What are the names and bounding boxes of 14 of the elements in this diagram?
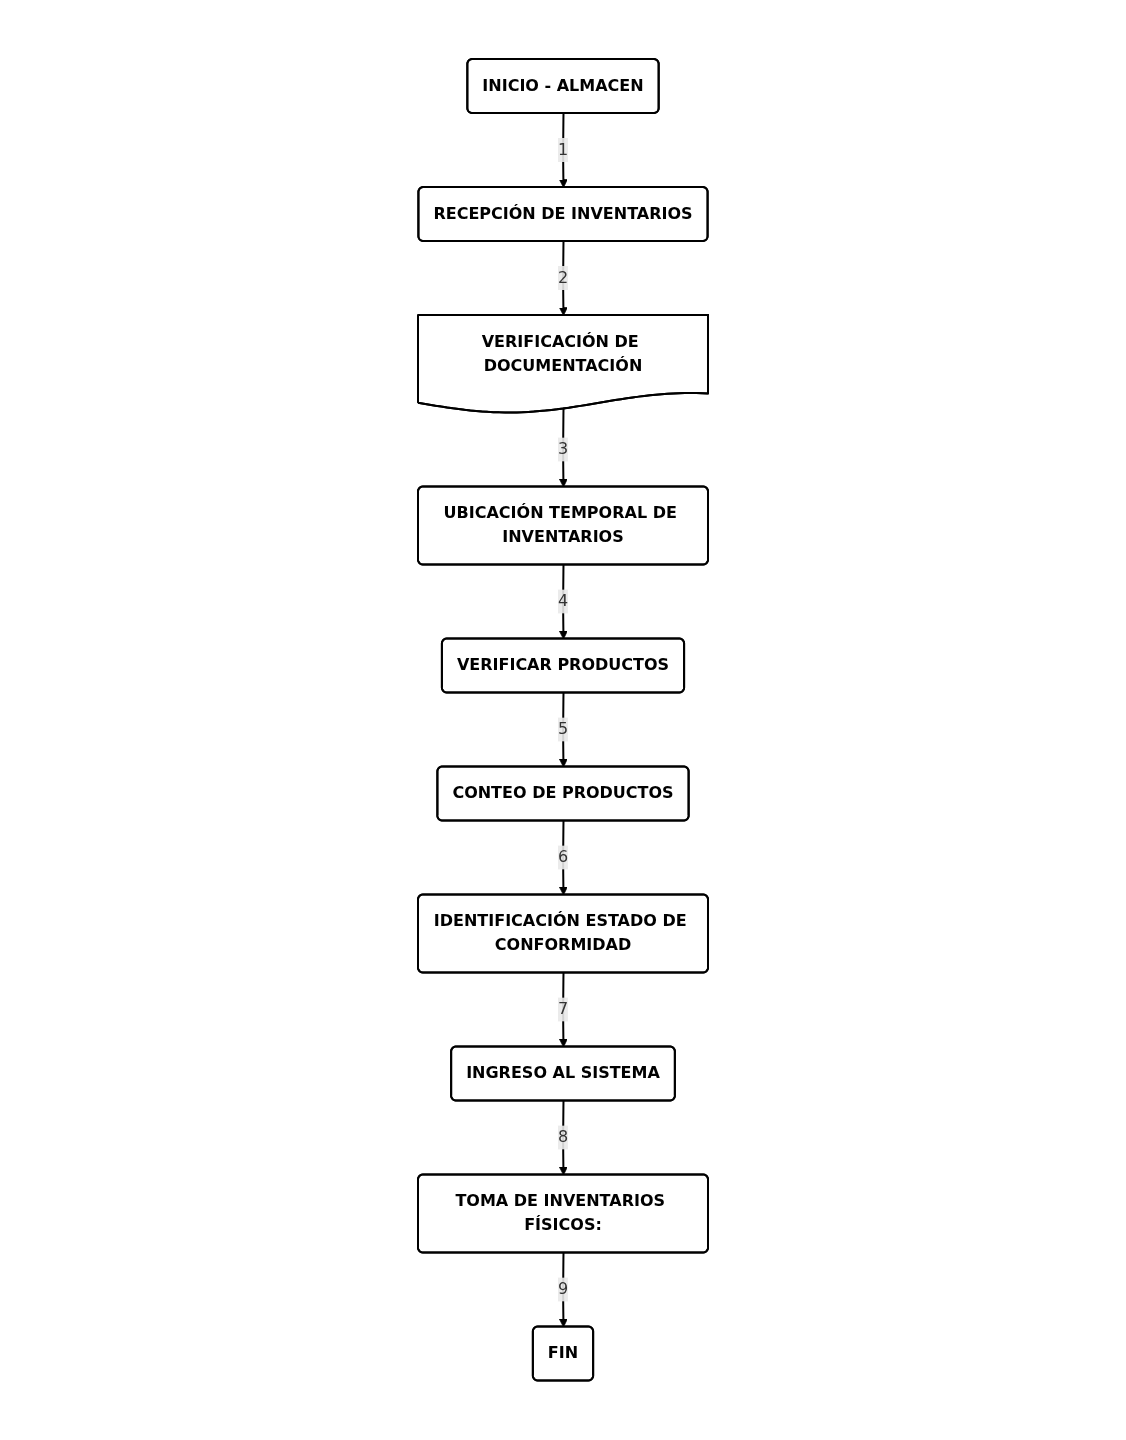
edge-label: 8 bbox=[557, 1127, 569, 1147]
arrow bbox=[559, 408, 568, 488]
arrow bbox=[559, 820, 568, 896]
arrow bbox=[559, 1252, 568, 1328]
edge-label: 4 bbox=[557, 591, 569, 611]
edge-label: 6 bbox=[557, 847, 569, 867]
arrow bbox=[559, 692, 568, 768]
edge-label: 9 bbox=[557, 1279, 569, 1299]
edge-label: 2 bbox=[557, 268, 569, 288]
arrow bbox=[559, 1100, 568, 1176]
edge-label: 5 bbox=[557, 719, 569, 739]
edge-label: 1 bbox=[557, 140, 569, 160]
edge-label: 3 bbox=[557, 439, 569, 459]
edge-label: 7 bbox=[557, 999, 569, 1019]
